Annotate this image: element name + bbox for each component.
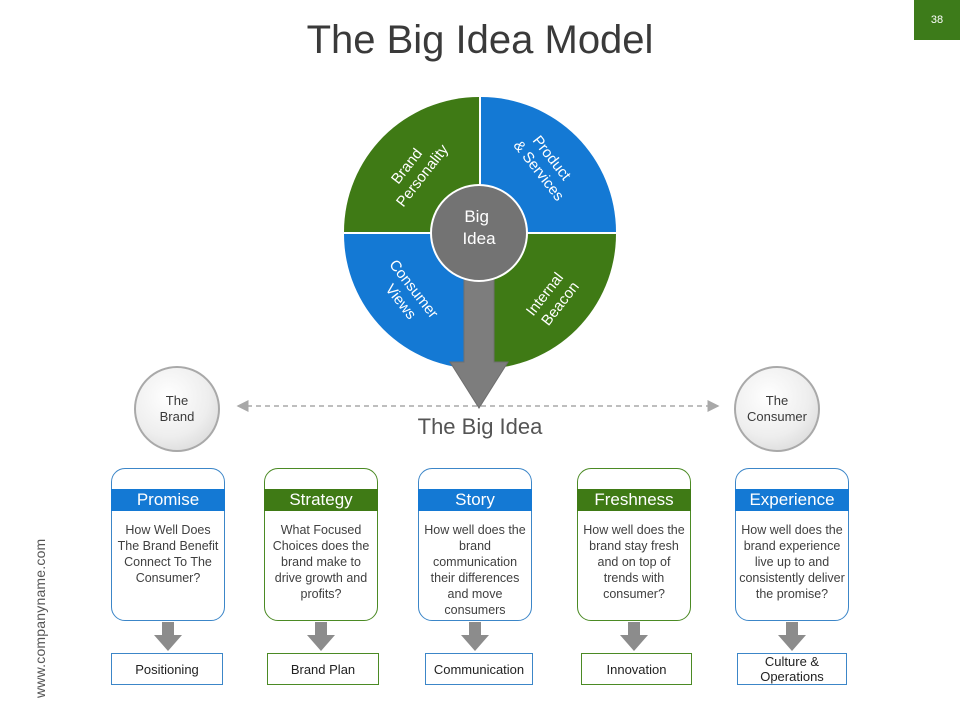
card-header-experience: Experience [735,489,849,511]
card-header-freshness: Freshness [577,489,691,511]
result-innovation: Innovation [581,653,692,685]
quadrant-product-services [481,97,616,232]
card-header-strategy: Strategy [264,489,378,511]
big-idea-center-circle [430,184,528,282]
result-positioning: Positioning [111,653,223,685]
page-title: The Big Idea Model [306,18,654,62]
page-number: 38 [914,0,960,40]
arrow-down-icon [154,622,182,651]
arrow-down-icon [778,622,806,651]
arrow-down-icon [620,622,648,651]
big-idea-center-label: Big Idea [462,207,496,248]
card-story: Story How well does the brand communicat… [418,468,532,621]
card-body-promise: How Well Does The Brand Benefit Connect … [117,523,219,585]
result-brand-plan: Brand Plan [267,653,379,685]
card-body-story: How well does the brand communication th… [424,523,526,617]
result-communication: Communication [425,653,533,685]
big-idea-label: The Big Idea [417,414,543,439]
card-strategy: Strategy What Focused Choices does the b… [264,468,378,621]
card-body-freshness: How well does the brand stay fresh and o… [583,523,685,601]
result-culture-operations: Culture & Operations [737,653,847,685]
card-experience: Experience How well does the brand exper… [735,468,849,621]
card-freshness: Freshness How well does the brand stay f… [577,468,691,621]
card-body-strategy: What Focused Choices does the brand make… [272,523,370,601]
arrow-down-icon [461,622,489,651]
card-promise: Promise How Well Does The Brand Benefit … [111,468,225,621]
card-body-experience: How well does the brand experience live … [739,523,845,601]
arrow-down-icon [307,622,335,651]
card-header-story: Story [418,489,532,511]
card-header-promise: Promise [111,489,225,511]
quadrant-internal-beacon [481,234,616,369]
the-brand-circle: The Brand [134,366,220,452]
the-consumer-circle: The Consumer [734,366,820,452]
